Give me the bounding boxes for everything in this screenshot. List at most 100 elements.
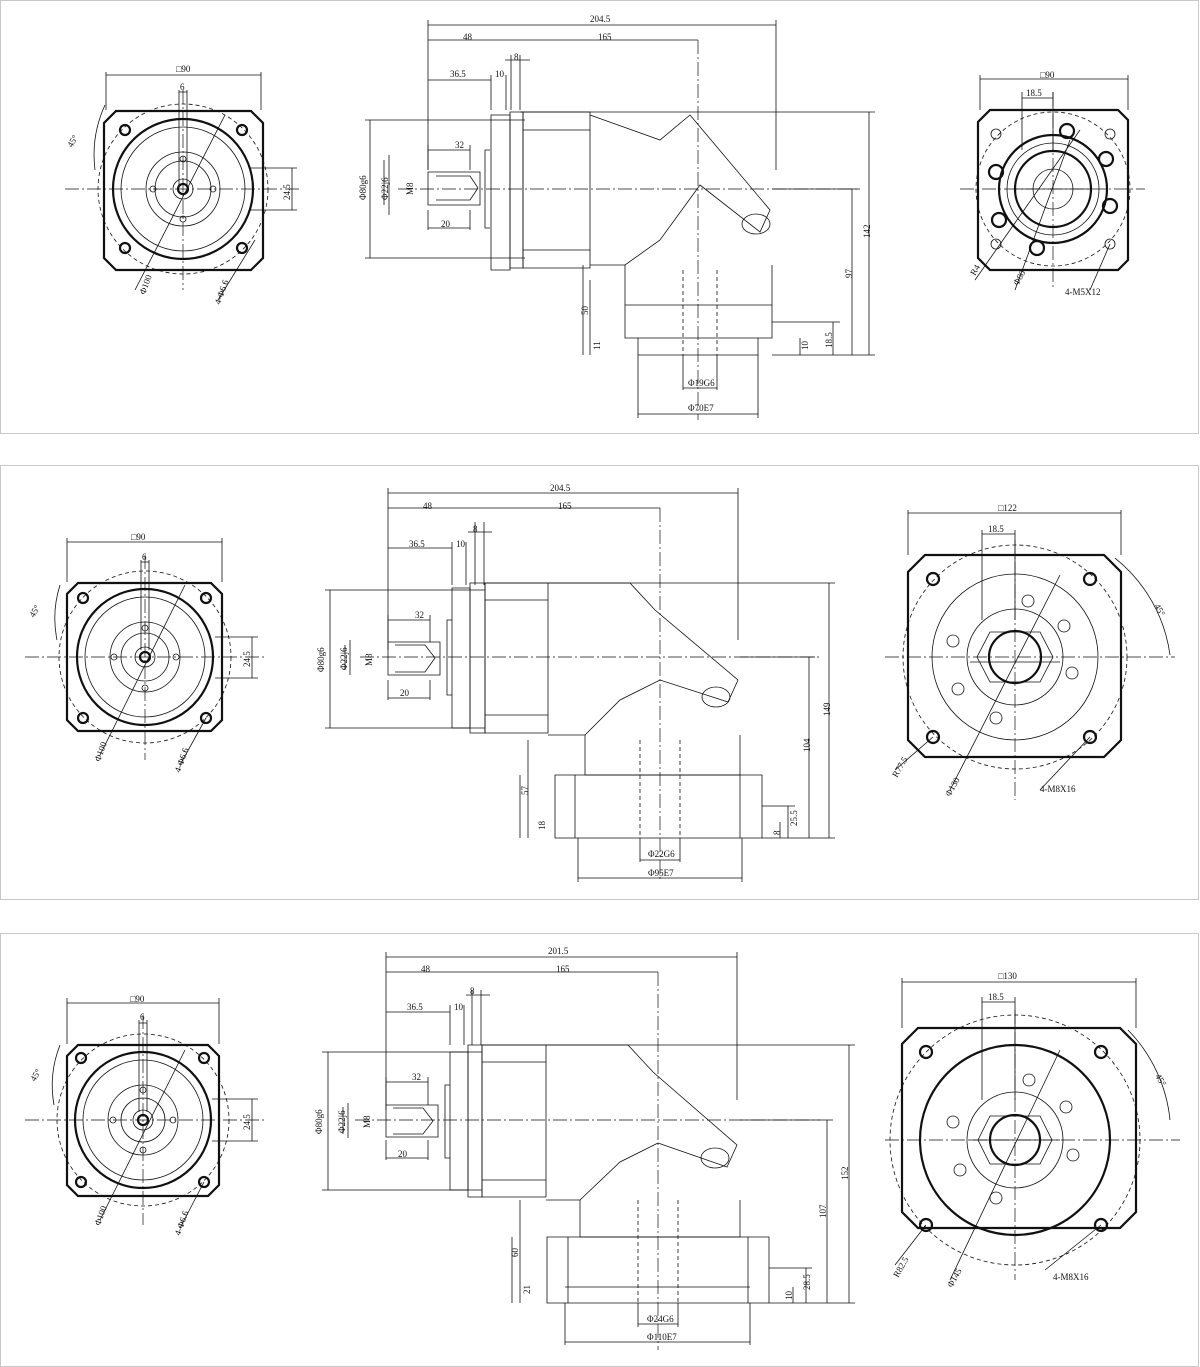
dimension-label: 10	[800, 341, 810, 351]
dimension-label: R4	[968, 262, 982, 277]
dimension-label: 8	[772, 830, 782, 835]
front-view-3: □90 6 45° 24.5 Φ100 4-Φ6.6	[25, 994, 265, 1237]
dimension-label: 10	[454, 1002, 464, 1012]
dimension-label: Φ145	[945, 1266, 964, 1289]
dimension-label: 10	[495, 69, 505, 79]
dimension-label: 165	[556, 964, 570, 974]
dimension-label: 36.5	[409, 539, 425, 549]
dimension-label: 6	[142, 552, 147, 562]
flange-view-3: □130 18.5 45° R82.5 Φ145 4-M8X16	[885, 971, 1180, 1289]
dimension-label: □90	[1040, 70, 1055, 80]
dimension-label: 165	[598, 32, 612, 42]
dimension-label: 149	[822, 702, 832, 716]
dimension-label: 24.5	[242, 1114, 252, 1130]
dimension-label: Φ22j6	[337, 1110, 347, 1133]
flange-view-1: □90 18.5 R4 Φ80 4-M5X12	[960, 70, 1145, 297]
dimension-label: □90	[131, 532, 146, 542]
dimension-label: Φ80g6	[358, 175, 368, 200]
dimension-label: □122	[998, 503, 1017, 513]
dimension-label: 97	[844, 269, 854, 279]
dimension-label: □130	[998, 971, 1017, 981]
dimension-label: 18.5	[1026, 88, 1042, 98]
dimension-label: □90	[176, 64, 191, 74]
dimension-label: 45°	[1152, 602, 1167, 618]
dimension-label: 48	[423, 501, 433, 511]
dimension-label: 32	[412, 1072, 421, 1082]
dimension-label: 48	[421, 964, 431, 974]
dimension-label: 36.5	[407, 1002, 423, 1012]
dimension-label: M8	[362, 1115, 372, 1128]
dimension-label: Φ24G6	[647, 1314, 674, 1324]
dimension-label: Φ80g6	[316, 647, 326, 672]
dimension-label: 21	[522, 1285, 532, 1294]
dimension-label: 28.5	[802, 1274, 812, 1290]
dimension-label: Φ100	[92, 740, 108, 763]
dimension-label: 107	[818, 1204, 828, 1218]
dimension-label: 8	[514, 52, 519, 62]
side-view-3: 201.5 48 165 8 36.5 10 32 Φ80g6 Φ22j6 M8…	[314, 946, 855, 1350]
dimension-label: M8	[405, 182, 415, 195]
dimension-label: 11	[592, 341, 602, 350]
dimension-label: □90	[130, 994, 145, 1004]
dimension-label: 4-Φ6.6	[172, 746, 190, 774]
dimension-label: Φ110E7	[647, 1332, 677, 1342]
dimension-label: 45°	[28, 1067, 43, 1083]
side-view-2: 204.5 48 165 8 36.5 10 32 Φ80g6 Φ22j6 M8…	[316, 483, 835, 882]
dimension-label: 45°	[27, 603, 42, 619]
dimension-label: 10	[784, 1291, 794, 1301]
dimension-label: Φ80g6	[314, 1109, 324, 1134]
dimension-label: R82.5	[891, 1255, 911, 1279]
dimension-label: 4-Φ6.6	[172, 1209, 190, 1237]
dimension-label: R77.5	[890, 755, 910, 779]
dimension-label: 204.5	[550, 483, 571, 493]
dimension-label: 8	[470, 986, 475, 996]
dimension-label: 24.5	[242, 651, 252, 667]
dimension-label: Φ70E7	[688, 403, 714, 413]
flange-view-2: □122 18.5 45° R77.5 Φ130 4-M8X16	[885, 503, 1175, 800]
dimension-label: 24.5	[282, 184, 292, 200]
dimension-label: Φ100	[92, 1204, 108, 1227]
dimension-label: M8	[364, 653, 374, 666]
dimension-label: 6	[180, 82, 185, 92]
dimension-label: Φ100	[137, 273, 153, 296]
dimension-label: Φ22j6	[380, 177, 390, 200]
drawing-panel-2	[0, 465, 1199, 900]
dimension-label: Φ19G6	[688, 378, 715, 388]
dimension-label: 60	[510, 1248, 520, 1258]
dimension-label: 20	[441, 219, 451, 229]
dimension-label: 4-M8X16	[1040, 784, 1076, 794]
dimension-label: Φ22G6	[648, 849, 675, 859]
dimension-label: 20	[398, 1149, 408, 1159]
dimension-label: 4-M5X12	[1065, 287, 1101, 297]
dimension-label: 201.5	[548, 946, 569, 956]
dimension-label: 48	[463, 32, 473, 42]
dimension-label: Φ22j6	[339, 647, 349, 670]
dimension-label: 25.5	[789, 810, 799, 826]
dimension-label: 6	[140, 1012, 145, 1022]
dimension-label: 204.5	[590, 14, 611, 24]
dimension-label: 18	[537, 821, 547, 831]
dimension-label: 18.5	[824, 332, 834, 348]
dimension-label: 104	[802, 738, 812, 752]
dimension-label: 165	[558, 501, 572, 511]
dimension-label: 4-M8X16	[1053, 1272, 1089, 1282]
dimension-label: Φ130	[943, 775, 962, 798]
dimension-label: 18.5	[988, 524, 1004, 534]
front-view-2: □90 6 45° 24.5 Φ100 4-Φ6.6	[25, 532, 265, 774]
dimension-label: 36.5	[450, 69, 466, 79]
dimension-label: 32	[455, 140, 464, 150]
dimension-label: 20	[400, 688, 410, 698]
dimension-label: 10	[456, 539, 466, 549]
dimension-label: 18.5	[988, 992, 1004, 1002]
front-view-1: □90 6 45° 24.5 Φ100 4-Φ6.6	[65, 64, 300, 306]
dimension-label: 152	[840, 1167, 850, 1181]
dimension-label: 45°	[65, 133, 80, 149]
drawing-panel-1	[0, 0, 1199, 434]
dimension-label: Φ95E7	[648, 868, 674, 878]
side-view-1: 204.5 48 165 8 36.5 10 32 Φ80g6 Φ22j6 M8…	[358, 14, 875, 420]
dimension-label: 45°	[1153, 1072, 1168, 1088]
dimension-label: 4-Φ6.6	[212, 278, 230, 306]
dimension-label: 142	[862, 225, 872, 239]
dimension-label: 50	[580, 306, 590, 316]
